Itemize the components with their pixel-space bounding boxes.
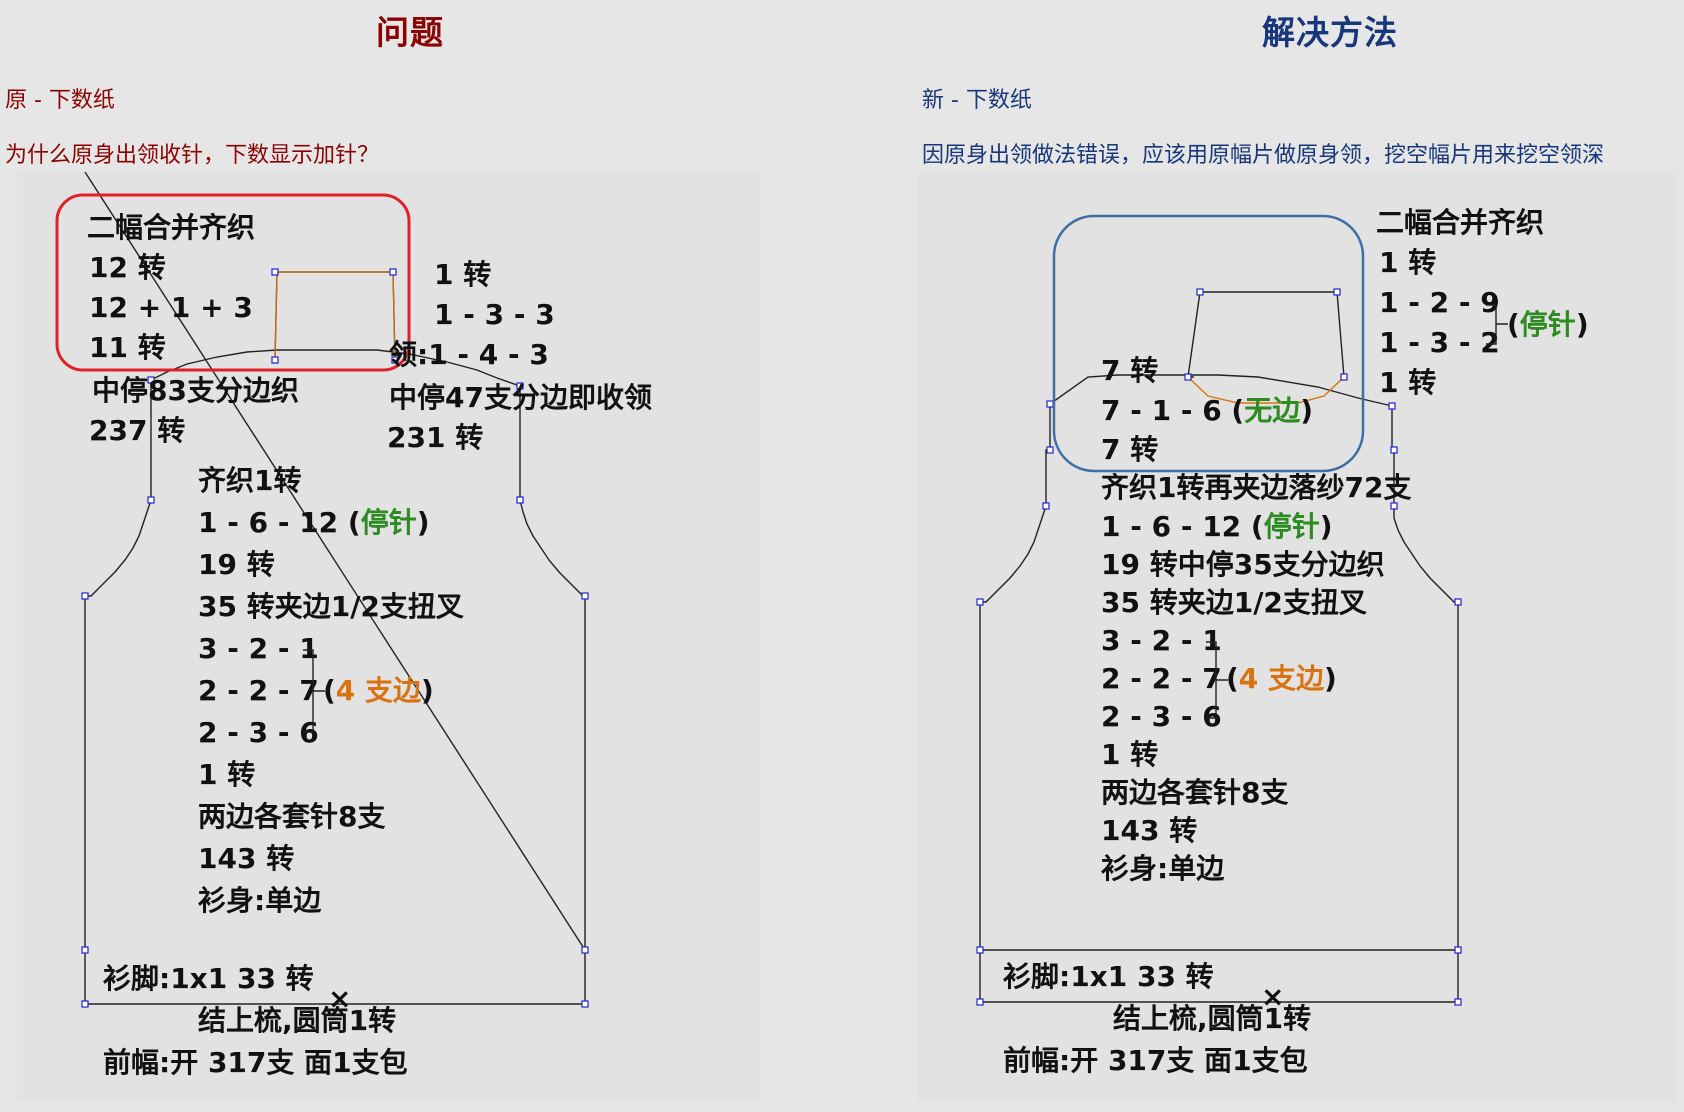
label-mid-stop-47: 中停47支分边即收领 (389, 381, 652, 414)
solution-answer: 因原身出领做法错误，应该用原幅片做原身领，挖空幅片用来挖空领深 (922, 143, 1605, 168)
label-2-3-6: 2 - 3 - 6 (1101, 700, 1222, 733)
label-2-2-7: 2 - 2 - 7 (1101, 662, 1222, 695)
label-1-3-2: 1 - 3 - 2 (1379, 326, 1500, 359)
label-stop-needle: (停针) (1507, 308, 1589, 341)
stop-bracket (1486, 304, 1508, 345)
label-1-3-3: 1 - 3 - 3 (434, 298, 555, 331)
label-35-turns: 35 转夹边1/2支扭叉 (1101, 586, 1367, 619)
label-hem: 衫脚:1x1 33 转 (1002, 960, 1214, 993)
problem-diagram: × 二幅合并齐织 12 转 12 + 1 + 3 11 转 1 转 1 - 3 … (55, 172, 652, 1079)
label-hem: 衫脚:1x1 33 转 (102, 962, 314, 995)
neck-hollow-curve (1187, 376, 1345, 404)
label-1-turn-top: 1 转 (1379, 246, 1436, 279)
label-7-turns-a: 7 转 (1101, 354, 1158, 387)
label-comb: 结上梳,圆筒1转 (1113, 1002, 1311, 1035)
label-2-2-7: 2 - 2 - 7 (198, 674, 319, 707)
label-1-6-12: 1 - 6 - 12 (停针) (1101, 510, 1333, 543)
solution-diagram-panel: × 二幅合并齐织 1 转 1 - 2 - 9 1 - 3 - 2 (停针) 1 … (918, 172, 1676, 1102)
label-cast-8: 两边各套针8支 (198, 800, 385, 833)
label-front: 前幅:开 317支 面1支包 (103, 1046, 408, 1079)
label-231-turns: 231 转 (387, 421, 483, 454)
label-7-1-6: 7 - 1 - 6 (无边) (1101, 394, 1313, 427)
label-4-edge: (4 支边) (1226, 662, 1337, 695)
label-1-turn-right: 1 转 (434, 258, 491, 291)
label-comb: 结上梳,圆筒1转 (198, 1004, 396, 1037)
label-19-turns: 19 转 (198, 548, 275, 581)
hem-cross-marker: × (1261, 980, 1284, 1013)
hem-cross-marker: × (328, 982, 351, 1015)
label-2-3-6: 2 - 3 - 6 (198, 716, 319, 749)
label-join: 二幅合并齐织 (87, 211, 255, 244)
label-3-2-1: 3 - 2 - 1 (1101, 624, 1222, 657)
label-237-turns: 237 转 (89, 414, 185, 447)
label-12-1-3: 12 + 1 + 3 (89, 291, 253, 324)
problem-subtitle: 原 - 下数纸 (5, 88, 115, 113)
label-1-6-12: 1 - 6 - 12 (停针) (198, 506, 430, 539)
label-1-turn: 1 转 (198, 758, 255, 791)
solution-subtitle: 新 - 下数纸 (922, 88, 1032, 113)
label-join: 二幅合并齐织 (1376, 206, 1544, 239)
problem-question: 为什么原身出领收针，下数显示加针？ (5, 143, 380, 168)
label-143-turns: 143 转 (1101, 814, 1197, 847)
outline-nodes (81, 268, 589, 1008)
label-1-2-9: 1 - 2 - 9 (1379, 286, 1500, 319)
label-body: 衫身:单边 (197, 884, 322, 917)
solution-title: 解决方法 (1262, 13, 1398, 52)
edge-bracket (1206, 641, 1228, 719)
label-4-edge: (4 支边) (323, 674, 434, 707)
label-body: 衫身:单边 (1100, 852, 1225, 885)
label-qi-1-turn: 齐织1转 (198, 464, 301, 497)
label-12-turns: 12 转 (89, 251, 166, 284)
problem-highlight (55, 193, 411, 372)
label-19-turns: 19 转中停35支分边织 (1101, 548, 1385, 581)
problem-diagram-panel: × 二幅合并齐织 12 转 12 + 1 + 3 11 转 1 转 1 - 3 … (17, 172, 760, 1102)
label-143-turns: 143 转 (198, 842, 294, 875)
label-35-turns: 35 转夹边1/2支扭叉 (198, 590, 464, 623)
edge-bracket (303, 649, 325, 733)
solution-diagram: × 二幅合并齐织 1 转 1 - 2 - 9 1 - 3 - 2 (停针) 1 … (976, 206, 1589, 1077)
label-qi-72: 齐织1转再夹边落纱72支 (1101, 471, 1411, 504)
label-neck-1-4-3: 领:1 - 4 - 3 (389, 338, 549, 371)
label-mid-stop-83: 中停83支分边织 (92, 374, 299, 407)
label-11-turns: 11 转 (89, 331, 166, 364)
solution-highlight (1052, 214, 1365, 473)
label-7-turns-b: 7 转 (1101, 433, 1158, 466)
label-cast-8: 两边各套针8支 (1101, 776, 1288, 809)
label-1-turn-right: 1 转 (1379, 366, 1436, 399)
outline-nodes (976, 288, 1462, 1006)
label-front: 前幅:开 317支 面1支包 (1003, 1044, 1308, 1077)
label-1-turn: 1 转 (1101, 738, 1158, 771)
label-3-2-1: 3 - 2 - 1 (198, 632, 319, 665)
problem-title: 问题 (376, 13, 444, 52)
